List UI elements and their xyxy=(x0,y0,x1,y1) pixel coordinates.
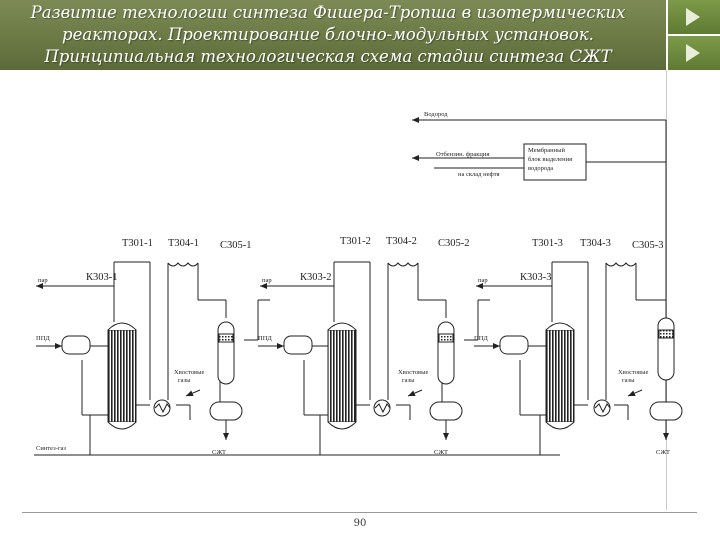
cooler-tag-1: Т304-1 xyxy=(168,238,199,249)
tail-gas-label-2a: Хвостовые xyxy=(398,369,428,376)
next-slide-button-secondary[interactable] xyxy=(668,36,720,70)
membrane-label-2: блок выделения xyxy=(528,156,572,163)
water-in-label-3: ППД xyxy=(474,335,488,342)
inlet-drum-1 xyxy=(61,335,91,355)
steam-label-1: пар xyxy=(38,277,48,284)
water-in-label-1: ППД xyxy=(36,335,50,342)
arrow-right-icon xyxy=(686,8,700,26)
unit-1 xyxy=(36,261,270,440)
separator-vessel-1 xyxy=(217,321,235,385)
unit-2 xyxy=(258,261,490,440)
page-number: 90 xyxy=(353,518,367,529)
water-in-label-2: ППД xyxy=(258,335,272,342)
syngas-main-line xyxy=(34,415,560,456)
reactor-tag-1: К303-1 xyxy=(86,272,118,283)
membrane-label-3: водорода xyxy=(528,165,553,172)
separator-tag-3: С305-3 xyxy=(632,240,664,251)
tail-gas-label-3b: газы xyxy=(622,377,635,384)
heater-tag-3: Т301-3 xyxy=(532,238,563,249)
cooler-coil-1 xyxy=(167,262,199,267)
cooler-tag-2: Т304-2 xyxy=(386,236,417,247)
tail-gas-label-1a: Хвостовые xyxy=(174,369,204,376)
steam-label-2: пар xyxy=(262,277,272,284)
title-line-1: Развитие технологии синтеза Фишера-Тропш… xyxy=(30,3,626,22)
title-line-2: реакторах. Проектирование блочно-модульн… xyxy=(62,25,594,44)
heat-exchanger-1 xyxy=(153,399,171,417)
product-drum-3 xyxy=(649,401,683,421)
cooler-coil-2 xyxy=(387,262,419,267)
light-fraction-label: Отбензин. фракция xyxy=(436,151,489,158)
separator-tag-2: С305-2 xyxy=(438,238,470,249)
steam-label-3: пар xyxy=(478,277,488,284)
inlet-drum-3 xyxy=(499,335,529,355)
cooler-tag-3: Т304-3 xyxy=(580,238,611,249)
next-slide-button[interactable] xyxy=(668,0,720,34)
title-line-3: Принципиальная технологическая схема ста… xyxy=(44,47,612,66)
syngas-label: Синтез-газ xyxy=(36,445,66,452)
heat-exchanger-2 xyxy=(373,399,391,417)
product-drum-2 xyxy=(429,401,463,421)
reactor-tag-2: К303-2 xyxy=(300,272,332,283)
separator-vessel-3 xyxy=(657,317,675,381)
product-label-2: СЖТ xyxy=(434,449,448,456)
reactor-tube-bundle-2 xyxy=(327,329,357,423)
reactor-tube-bundle-1 xyxy=(107,329,137,423)
product-label-3: СЖТ xyxy=(656,449,670,456)
heater-tag-1: Т301-1 xyxy=(122,238,153,249)
membrane-label-1: Мембранный xyxy=(528,147,565,154)
tail-gas-label-2b: газы xyxy=(402,377,415,384)
title-banner: Развитие технологии синтеза Фишера-Тропш… xyxy=(0,0,666,70)
cooler-coil-3 xyxy=(605,262,637,267)
heat-exchanger-3 xyxy=(593,399,611,417)
inlet-drum-2 xyxy=(283,335,313,355)
top-product-section xyxy=(412,117,667,181)
water-label: Водород xyxy=(424,111,448,118)
footer-divider xyxy=(22,512,697,513)
arrow-right-icon xyxy=(686,44,700,62)
reactor-tube-bundle-3 xyxy=(545,329,575,423)
unit-3 xyxy=(474,150,683,440)
tail-gas-label-3a: Хвостовые xyxy=(618,369,648,376)
heater-tag-2: Т301-2 xyxy=(340,236,371,247)
to-storage-label: на склад нефтя xyxy=(458,171,500,178)
slide-title: Развитие технологии синтеза Фишера-Тропш… xyxy=(8,2,648,68)
separator-vessel-2 xyxy=(437,321,455,385)
separator-tag-1: С305-1 xyxy=(220,240,252,251)
product-drum-1 xyxy=(209,401,243,421)
reactor-tag-3: К303-3 xyxy=(520,272,552,283)
tail-gas-label-1b: газы xyxy=(178,377,191,384)
product-label-1: СЖТ xyxy=(212,449,226,456)
